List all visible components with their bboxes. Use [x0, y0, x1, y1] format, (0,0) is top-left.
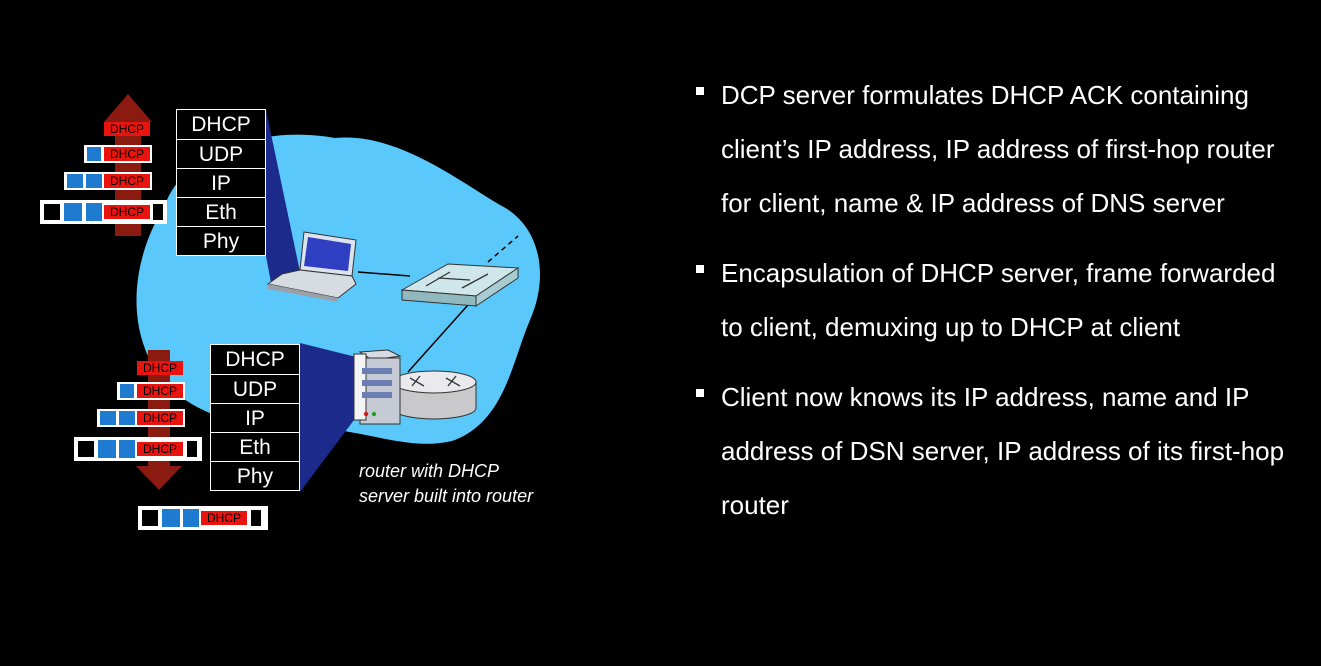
laptop-icon: [266, 231, 357, 302]
bullet-item: DCP server formulates DHCP ACK containin…: [696, 68, 1296, 230]
packet-top-3: DHCP: [64, 172, 152, 190]
svg-text:DHCP: DHCP: [110, 147, 144, 161]
protocol-stack-server: DHCP UDP IP Eth Phy: [210, 344, 300, 491]
svg-text:DHCP: DHCP: [143, 411, 177, 425]
router-icon: [391, 370, 477, 420]
packet-top-1: DHCP: [104, 122, 150, 136]
bullet-text: Client now knows its IP address, name an…: [721, 382, 1285, 520]
server-icon: [353, 349, 402, 425]
packet-bottom-1: DHCP: [137, 361, 183, 375]
bullet-square-icon: [696, 87, 704, 95]
svg-text:DHCP: DHCP: [110, 205, 144, 219]
bullet-square-icon: [696, 389, 704, 397]
layer-physical: Phy: [211, 461, 299, 490]
network-diagram: DHCP DHCP DHCP DHCP DHCP DHCP D: [40, 94, 540, 530]
packet-bottom-4: DHCP: [74, 437, 202, 461]
bullet-text: DCP server formulates DHCP ACK containin…: [721, 80, 1275, 218]
router-caption: router with DHCP server built into route…: [359, 461, 534, 506]
link-switch-router: [407, 295, 477, 373]
beam-to-router: [300, 343, 368, 492]
layer-physical: Phy: [177, 226, 265, 255]
layer-network: IP: [177, 168, 265, 197]
layer-link: Eth: [177, 197, 265, 226]
beam-to-laptop: [266, 110, 300, 288]
svg-text:DHCP: DHCP: [110, 122, 144, 136]
svg-text:DHCP: DHCP: [207, 511, 241, 525]
link-laptop-switch: [357, 271, 411, 277]
packet-bottom-3: DHCP: [97, 409, 185, 427]
svg-text:DHCP: DHCP: [143, 442, 177, 456]
bullet-item: Client now knows its IP address, name an…: [696, 370, 1296, 532]
switch-icon: [400, 263, 520, 307]
layer-application: DHCP: [225, 348, 285, 371]
link-uplink: [487, 235, 519, 263]
bullet-square-icon: [696, 265, 704, 273]
layer-network: IP: [211, 403, 299, 432]
svg-text:DHCP: DHCP: [143, 361, 177, 375]
layer-transport: UDP: [211, 374, 299, 403]
layer-application: DHCP: [191, 113, 251, 136]
protocol-stack-client: DHCP UDP IP Eth Phy: [176, 109, 266, 256]
packet-bottom-5: DHCP: [138, 506, 268, 530]
packet-top-2: DHCP: [84, 145, 152, 163]
bullet-list: DCP server formulates DHCP ACK containin…: [696, 68, 1296, 548]
svg-text:DHCP: DHCP: [110, 174, 144, 188]
bullet-text: Encapsulation of DHCP server, frame forw…: [721, 258, 1276, 342]
layer-link: Eth: [211, 432, 299, 461]
svg-text:DHCP: DHCP: [143, 384, 177, 398]
layer-transport: UDP: [177, 139, 265, 168]
bullet-item: Encapsulation of DHCP server, frame forw…: [696, 246, 1296, 354]
packet-bottom-2: DHCP: [117, 382, 185, 400]
packet-top-4: DHCP: [40, 200, 167, 224]
